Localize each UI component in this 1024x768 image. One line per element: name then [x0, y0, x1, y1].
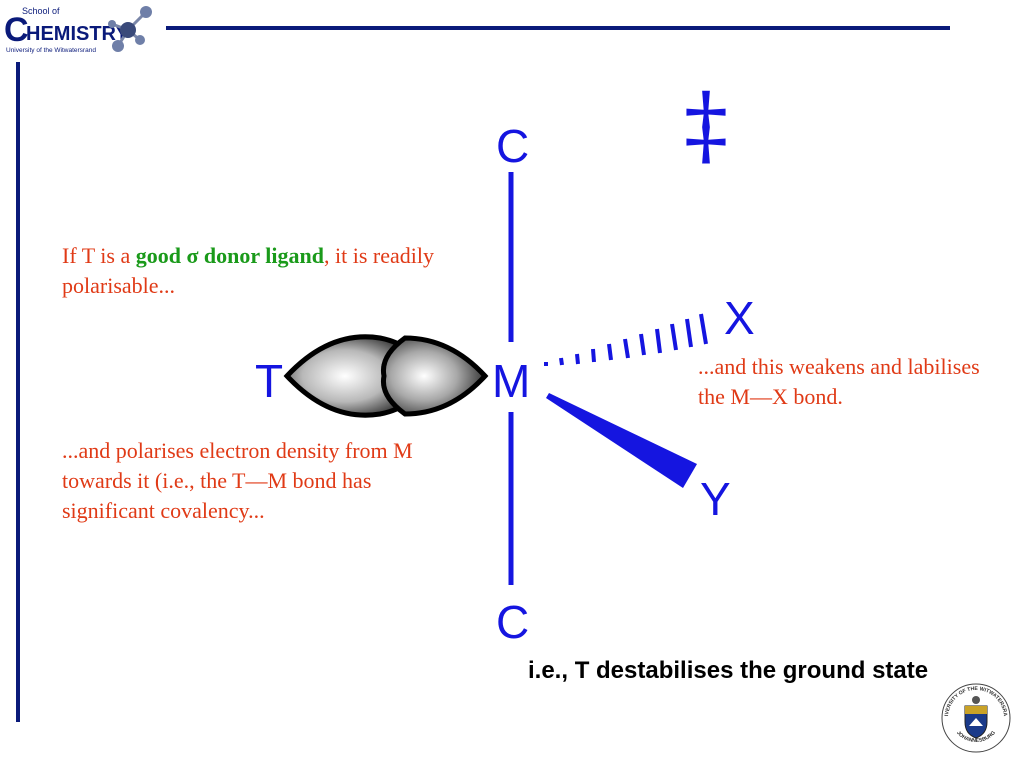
note1-emphasis: good σ donor ligand [135, 243, 324, 268]
note1-pre: If T is a [62, 243, 136, 268]
label-t: T [255, 355, 283, 407]
shield-icon [964, 696, 988, 739]
label-c-bottom: C [496, 596, 529, 648]
note-polarises-density: ...and polarises electron density from M… [62, 438, 413, 523]
top-rule [166, 26, 950, 30]
note1-post: , it is readily polarisable... [62, 243, 434, 298]
side-rule [16, 62, 20, 722]
label-y: Y [700, 473, 731, 525]
note-good-sigma-donor: If T is a good σ donor ligand, it is rea… [62, 241, 482, 301]
logo-school-of: School of [22, 6, 60, 16]
label-m: M [492, 355, 530, 407]
logo-university: University of the Witwatersrand [6, 47, 96, 54]
school-of-chemistry-logo: School of C HEMISTRY University of the W… [4, 6, 152, 54]
wedge-bond-m-y [546, 393, 697, 488]
label-x: X [724, 292, 755, 344]
t-orbital-lobes [283, 334, 489, 418]
hashed-bond-m-x [544, 313, 708, 366]
conclusion-text: i.e., T destabilises the ground state [528, 657, 929, 684]
university-seal: UNIVERSITY OF THE WITWATERSRAND JOHANNES… [938, 680, 1011, 753]
transition-state-symbol: ‡ [684, 73, 728, 176]
note-weakens-m-x: ...and this weakens and labilises the M—… [698, 354, 980, 409]
label-c-top: C [496, 120, 529, 172]
logo-initial: C [4, 11, 29, 49]
molecule-icon [108, 6, 152, 52]
logo-chemistry: HEMISTRY [26, 23, 129, 45]
